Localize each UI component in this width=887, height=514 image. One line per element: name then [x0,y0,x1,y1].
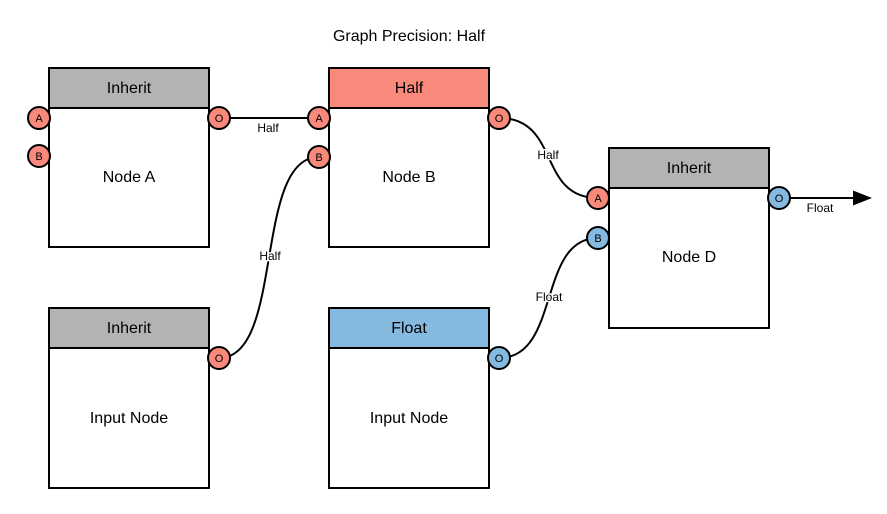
node-d-port-o-letter: O [775,193,784,205]
node-a: Inherit Node A [48,67,210,248]
node-d-header-label: Inherit [667,160,712,177]
input-node-2-header [328,307,490,349]
edge-label-b-to-d: Half [537,148,559,162]
node-b: Half Node B [328,67,490,248]
node-d-port-b [586,226,610,250]
input-node-1-label: Input Node [90,410,168,427]
input-node-2-header-label: Float [391,320,427,337]
edge-label-output: Float [807,201,834,215]
node-a-header-label: Inherit [107,80,152,97]
node-a-port-o [207,106,231,130]
node-d-port-a [586,186,610,210]
input-node-1-port-o [207,346,231,370]
diagram-title: Graph Precision: Half [333,28,486,45]
node-b-port-o [487,106,511,130]
edge-label-input-1-to-b: Half [259,249,281,263]
node-d-port-o [767,186,791,210]
edge-labels: Half Half Half Float Float [256,120,836,306]
edge-label-input-2-to-d: Float [536,290,563,304]
input-node-1: Inherit Input Node [48,307,210,489]
node-a-port-b [27,144,51,168]
node-b-port-a [307,106,331,130]
node-b-port-b [307,145,331,169]
node-a-ports: A B O [27,106,231,168]
edge-input-2-to-node-d [498,237,599,359]
node-a-port-b-letter: B [35,151,42,163]
node-b-header-label: Half [395,80,424,97]
node-b-label: Node B [382,169,435,186]
node-b-port-o-letter: O [495,113,504,125]
node-d-ports: A B O [586,186,791,250]
node-b-port-a-letter: A [315,113,323,125]
input-node-2-label: Input Node [370,410,448,427]
node-d-port-a-letter: A [594,193,602,205]
edge-node-b-to-node-d [498,117,599,199]
node-a-label: Node A [103,169,156,186]
node-a-port-a-letter: A [35,113,43,125]
node-d: Inherit Node D [608,147,770,329]
node-b-ports: A B O [307,106,511,169]
node-d-header [608,147,770,189]
edge-input-1-to-node-b [218,156,320,359]
node-a-port-o-letter: O [215,113,224,125]
node-a-port-a [27,106,51,130]
input-node-1-port-o-letter: O [215,353,224,365]
edges [218,117,872,359]
node-d-label: Node D [662,249,716,266]
input-node-2: Float Input Node [328,307,490,489]
input-node-ports: O O [207,346,511,370]
node-b-port-b-letter: B [315,152,322,164]
input-node-1-header-label: Inherit [107,320,152,337]
edge-label-a-to-b: Half [257,121,279,135]
input-node-2-port-o [487,346,511,370]
output-arrow-head-icon [853,190,872,206]
node-b-header [328,67,490,109]
input-node-2-port-o-letter: O [495,353,504,365]
node-a-header [48,67,210,109]
input-node-1-header [48,307,210,349]
node-d-port-b-letter: B [594,233,601,245]
